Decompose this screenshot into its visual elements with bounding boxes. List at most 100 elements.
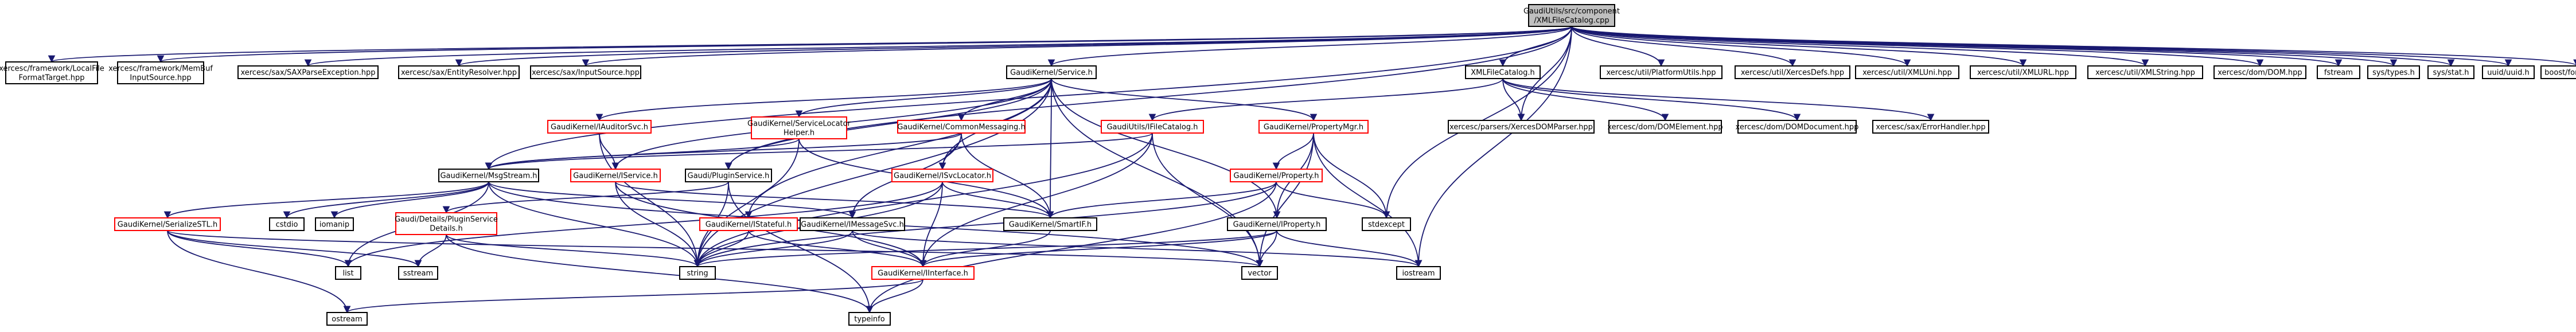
dependency-edge bbox=[1256, 230, 1277, 268]
dependency-edge bbox=[1571, 26, 2149, 67]
node-commonmsg[interactable]: GaudiKernel/CommonMessaging.h bbox=[897, 120, 1026, 134]
edge-root-to-xlfts bbox=[48, 26, 1572, 63]
node-sysstat[interactable]: sys/stat.h bbox=[2427, 65, 2474, 79]
node-root[interactable]: GaudiUtils/src/component/XMLFileCatalog.… bbox=[1523, 4, 1620, 27]
node-iservice[interactable]: GaudiKernel/IService.h bbox=[570, 169, 661, 182]
node-propmgr[interactable]: GaudiKernel/PropertyMgr.h bbox=[1258, 120, 1369, 134]
node-ifilecat[interactable]: GaudiUtils/IFileCatalog.h bbox=[1101, 120, 1204, 134]
node-xercdefs[interactable]: xercesc/util/XercesDefs.hpp bbox=[1735, 65, 1850, 79]
node-box bbox=[2213, 65, 2306, 79]
dependency-edge bbox=[1046, 181, 1277, 219]
edge-service-to-iproperty bbox=[1051, 78, 1281, 219]
edge-root-to-pluginsvc bbox=[724, 26, 1572, 170]
node-label: xercesc/sax/EntityResolver.hpp bbox=[401, 69, 517, 77]
node-iinterface[interactable]: GaudiKernel/IInterface.h bbox=[871, 266, 975, 280]
node-box bbox=[1465, 65, 1541, 79]
dependency-edge bbox=[942, 181, 1054, 219]
edge-imsgsvc-to-iostream bbox=[852, 230, 1422, 268]
edge-root-to-xmbis bbox=[157, 26, 1572, 63]
dependency-edge bbox=[1571, 26, 1796, 67]
node-entres[interactable]: xercesc/sax/EntityResolver.hpp bbox=[398, 65, 520, 79]
node-boostfmt[interactable]: boost/format.hpp bbox=[2540, 65, 2576, 79]
dependency-edge bbox=[488, 181, 702, 268]
node-domhpp[interactable]: xercesc/dom/DOM.hpp bbox=[2213, 65, 2306, 79]
edge-iinterface-to-typeinfo bbox=[866, 279, 923, 314]
node-label: xercesc/parsers/XercesDOMParser.hpp bbox=[1449, 123, 1593, 132]
node-stdexcept[interactable]: stdexcept bbox=[1362, 217, 1411, 231]
node-xlfts[interactable]: xercesc/framework/LocalFileFormatTarget.… bbox=[0, 61, 104, 84]
dependency-edge bbox=[485, 26, 1572, 170]
node-msgstream[interactable]: GaudiKernel/MsgStream.h bbox=[438, 169, 539, 182]
dependency-edge bbox=[919, 181, 943, 268]
dependency-edge bbox=[485, 132, 962, 170]
edge-xmlcat-to-xdomparser bbox=[1502, 78, 1525, 122]
node-xmlstring[interactable]: xercesc/util/XMLString.hpp bbox=[2087, 65, 2203, 79]
node-xdomparser[interactable]: xercesc/parsers/XercesDOMParser.hpp bbox=[1448, 120, 1595, 134]
node-box bbox=[326, 312, 368, 326]
node-typeinfo[interactable]: typeinfo bbox=[848, 312, 891, 326]
node-label: GaudiUtils/IFileCatalog.h bbox=[1106, 123, 1198, 132]
dependency-edge bbox=[1502, 78, 1525, 122]
dependency-edge bbox=[694, 230, 1277, 268]
dependency-edge bbox=[938, 132, 962, 170]
edge-commonmsg-to-isvcloc bbox=[938, 132, 962, 170]
node-domelem[interactable]: xercesc/dom/DOMElement.hpp bbox=[1607, 120, 1723, 134]
node-pluginsvc[interactable]: Gaudi/PluginService.h bbox=[685, 169, 772, 182]
node-cstdio[interactable]: cstdio bbox=[269, 217, 305, 231]
node-xmlurl[interactable]: xercesc/util/XMLURL.hpp bbox=[1970, 65, 2076, 79]
node-property[interactable]: GaudiKernel/Property.h bbox=[1230, 169, 1323, 182]
node-label: GaudiKernel/PropertyMgr.h bbox=[1264, 123, 1363, 132]
node-errhandler[interactable]: xercesc/sax/ErrorHandler.hpp bbox=[1872, 120, 1989, 134]
node-systypes[interactable]: sys/types.h bbox=[2367, 65, 2420, 79]
node-label: Helper.h bbox=[784, 129, 815, 138]
node-label: InputSource.hpp bbox=[130, 74, 191, 83]
node-smartif[interactable]: GaudiKernel/SmartIF.h bbox=[1003, 217, 1097, 231]
dependency-edge bbox=[1502, 78, 1935, 122]
node-string[interactable]: string bbox=[679, 266, 716, 280]
node-iomanip[interactable]: iomanip bbox=[315, 217, 354, 231]
node-vector[interactable]: vector bbox=[1241, 266, 1278, 280]
node-service[interactable]: GaudiKernel/Service.h bbox=[1006, 65, 1097, 79]
node-box bbox=[2087, 65, 2203, 79]
node-box bbox=[2427, 65, 2474, 79]
node-box bbox=[1230, 169, 1323, 182]
dependency-edge bbox=[693, 230, 853, 268]
dependency-edge bbox=[615, 181, 1054, 219]
node-fstream[interactable]: fstream bbox=[2317, 65, 2360, 79]
node-iostream[interactable]: iostream bbox=[1396, 266, 1441, 280]
edge-root-to-iostream bbox=[1414, 26, 1572, 268]
node-list[interactable]: list bbox=[335, 266, 361, 280]
node-label: cstdio bbox=[276, 221, 298, 229]
node-box bbox=[1872, 120, 1989, 134]
edge-root-to-msgstream bbox=[485, 26, 1572, 170]
edge-root-to-systypes bbox=[1571, 26, 2397, 67]
node-label: GaudiKernel/SmartIF.h bbox=[1009, 221, 1092, 229]
node-xmluni[interactable]: xercesc/util/XMLUni.hpp bbox=[1855, 65, 1959, 79]
node-iproperty[interactable]: GaudiKernel/IProperty.h bbox=[1227, 217, 1327, 231]
dependency-edge bbox=[1046, 78, 1054, 219]
node-sstream[interactable]: sstream bbox=[398, 266, 438, 280]
dependency-edge bbox=[283, 181, 489, 219]
node-ostream[interactable]: ostream bbox=[326, 312, 368, 326]
node-label: GaudiKernel/IMessageSvc.h bbox=[801, 221, 904, 229]
nodes-layer: GaudiUtils/src/component/XMLFileCatalog.… bbox=[0, 4, 2576, 326]
edge-service-to-iauditor bbox=[595, 78, 1052, 122]
node-istateful[interactable]: GaudiKernel/IStateful.h bbox=[699, 217, 798, 231]
dependency-edge bbox=[48, 26, 1572, 63]
node-iauditor[interactable]: GaudiKernel/IAuditorSvc.h bbox=[547, 120, 652, 134]
node-xmlcat[interactable]: XMLFileCatalog.h bbox=[1465, 65, 1541, 79]
node-domdoc[interactable]: xercesc/dom/DOMDocument.hpp bbox=[1736, 120, 1859, 134]
node-serstl[interactable]: GaudiKernel/SerializeSTL.h bbox=[114, 217, 221, 231]
edge-psdetails-to-string bbox=[446, 234, 702, 268]
dependency-edge bbox=[163, 181, 489, 219]
node-box bbox=[114, 217, 221, 231]
node-saxis[interactable]: xercesc/sax/InputSource.hpp bbox=[530, 65, 641, 79]
node-uuid[interactable]: uuid/uuid.h bbox=[2482, 65, 2535, 79]
node-saxpe[interactable]: xercesc/sax/SAXParseException.hpp bbox=[237, 65, 379, 79]
node-imsgsvc[interactable]: GaudiKernel/IMessageSvc.h bbox=[800, 217, 905, 231]
node-platutils[interactable]: xercesc/util/PlatformUtils.hpp bbox=[1600, 65, 1722, 79]
node-isvcloc[interactable]: GaudiKernel/ISvcLocator.h bbox=[891, 169, 993, 182]
